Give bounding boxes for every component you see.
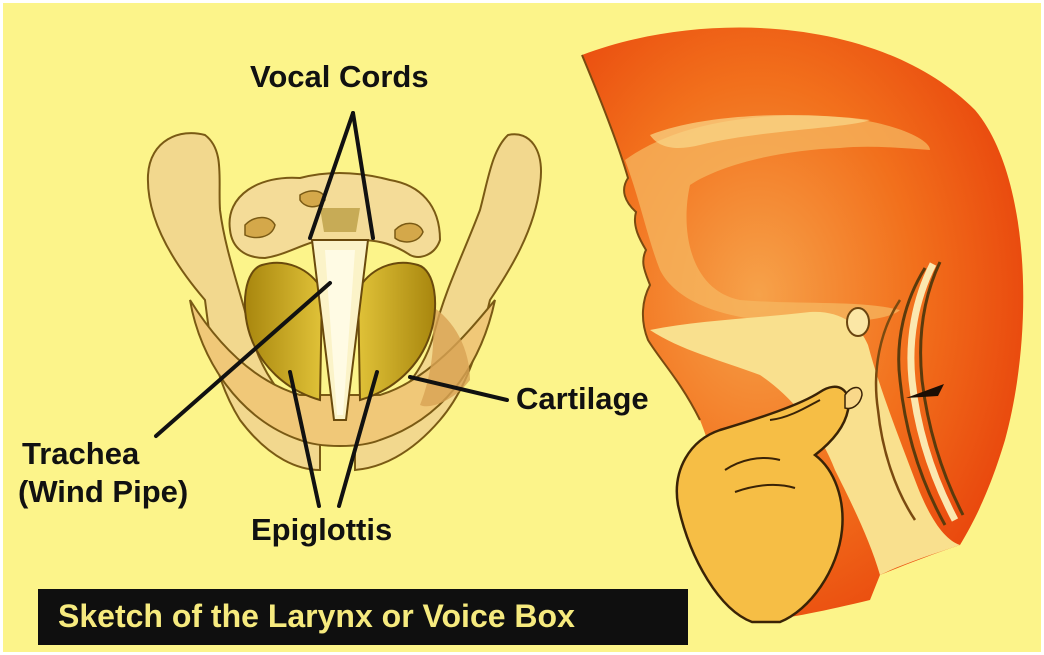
caption-box: Sketch of the Larynx or Voice Box [38, 589, 688, 645]
epiglottis-flap [847, 308, 869, 336]
label-epiglottis: Epiglottis [251, 513, 392, 548]
caption-text: Sketch of the Larynx or Voice Box [58, 598, 575, 635]
glottis-top [320, 208, 360, 232]
label-vocal-cords: Vocal Cords [250, 60, 429, 95]
label-cartilage: Cartilage [516, 382, 649, 417]
label-trachea-wind-pipe: (Wind Pipe) [18, 475, 188, 510]
label-trachea: Trachea [22, 437, 139, 472]
